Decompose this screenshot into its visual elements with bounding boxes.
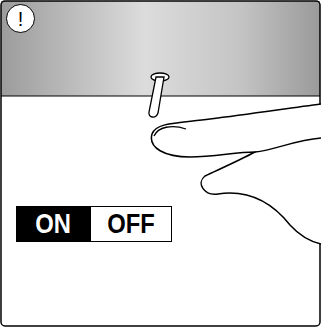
hand (151, 104, 321, 244)
on-label-box: ON (16, 206, 90, 242)
warning-circle: ! (6, 4, 35, 33)
label-text: ON (35, 210, 71, 238)
fingernail (154, 127, 186, 136)
toggle-lever (149, 77, 164, 117)
label-text: ! (18, 9, 24, 29)
finger-crease (255, 138, 321, 152)
off-label-box: OFF (90, 206, 172, 242)
label-text: OFF (107, 210, 155, 238)
